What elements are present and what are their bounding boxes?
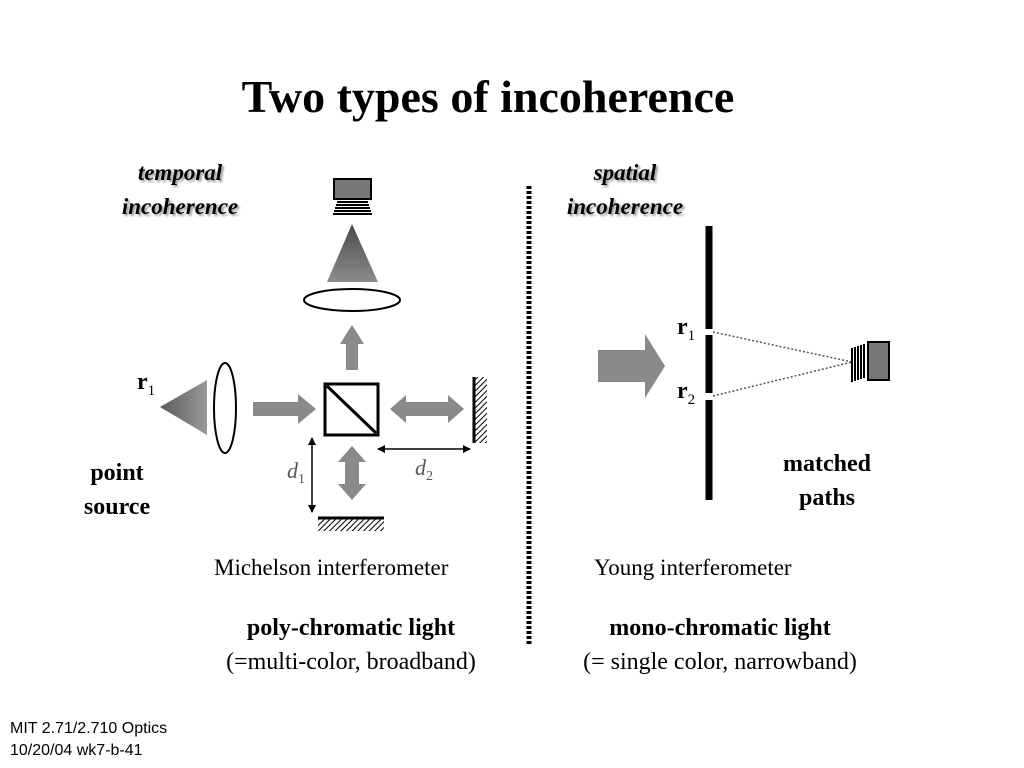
left-lens — [213, 362, 237, 454]
beam-splitter — [323, 382, 380, 437]
d2-label: d2 — [415, 455, 433, 484]
bottom-mirror — [318, 516, 384, 531]
point-source-label: point source — [50, 456, 184, 524]
source-cone — [160, 380, 207, 435]
michelson-caption: Michelson interferometer — [214, 555, 449, 580]
spatial-heading-line1: spatial — [593, 160, 657, 185]
top-lens — [303, 288, 401, 312]
pinhole-r2-label: r2 — [677, 378, 695, 408]
temporal-heading-line1: temporal — [137, 160, 223, 185]
matched-paths-label: matched paths — [752, 447, 902, 515]
footer-course: MIT 2.71/2.710 Optics — [10, 720, 168, 737]
source-r1-label: r1 — [137, 369, 155, 399]
bottom-arm-double-arrow — [338, 446, 366, 500]
temporal-heading-line2: incoherence — [121, 194, 239, 219]
output-arrow-up — [340, 325, 364, 370]
point-source-line2: source — [83, 494, 151, 520]
incoming-light-arrow — [598, 334, 665, 398]
point-source-line1: point — [90, 460, 144, 486]
right-arm-double-arrow — [390, 395, 464, 423]
temporal-incoherence-heading: temporal incoherence — [80, 156, 280, 224]
path-r1 — [712, 331, 853, 363]
young-caption: Young interferometer — [594, 555, 792, 580]
mono-chromatic-title: mono-chromatic light — [609, 615, 831, 641]
poly-chromatic-desc: (=multi-color, broadband) — [226, 649, 476, 675]
slide-title: Two types of incoherence — [241, 71, 735, 122]
d1-label: d1 — [287, 458, 305, 487]
mono-chromatic-block: mono-chromatic light (= single color, na… — [540, 611, 900, 679]
spatial-incoherence-heading: spatial incoherence — [525, 156, 725, 224]
spatial-heading-line2: incoherence — [566, 194, 684, 219]
pinhole-r1-label: r1 — [677, 314, 695, 344]
detector-right-icon — [851, 341, 890, 382]
poly-chromatic-title: poly-chromatic light — [246, 615, 456, 641]
right-mirror — [472, 377, 487, 443]
poly-chromatic-block: poly-chromatic light (=multi-color, broa… — [186, 611, 516, 679]
detector-icon — [333, 178, 372, 215]
mono-chromatic-desc: (= single color, narrowband) — [583, 649, 857, 675]
slide-footer: MIT 2.71/2.710 Optics 10/20/04 wk7-b-41 — [10, 718, 167, 762]
path-r2 — [712, 361, 853, 397]
matched-paths-line2: paths — [798, 485, 856, 511]
input-arrow-right — [253, 394, 316, 424]
focused-beam-cone — [327, 224, 378, 282]
footer-date: 10/20/04 wk7-b-41 — [10, 742, 143, 759]
matched-paths-line1: matched — [783, 451, 871, 477]
